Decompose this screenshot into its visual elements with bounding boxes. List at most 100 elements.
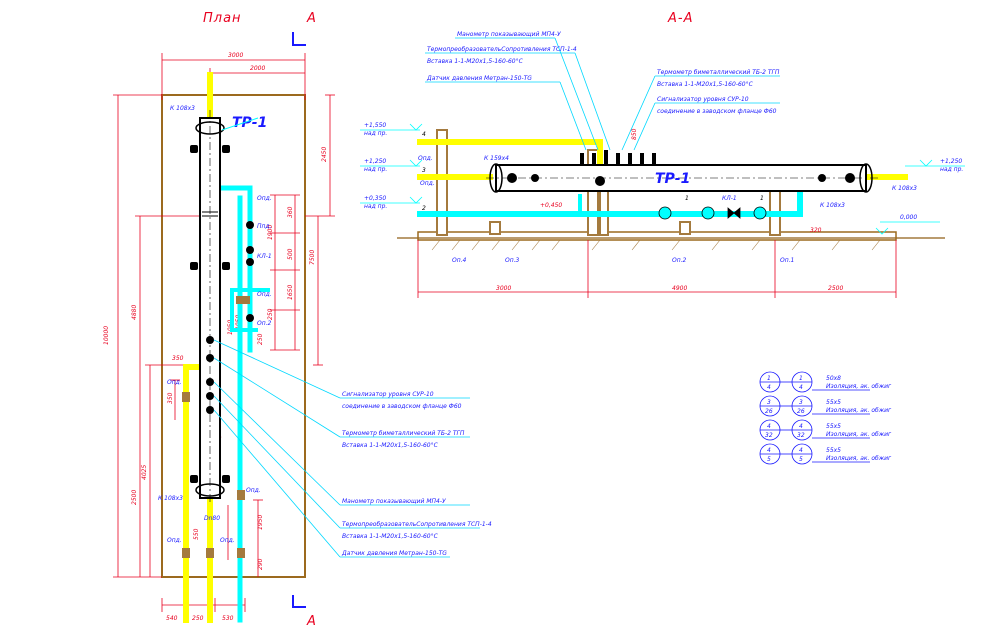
- legend-top: 4: [799, 423, 803, 430]
- dim-text: 2450: [321, 147, 328, 162]
- section-tag-tr1: ТР-1: [655, 171, 690, 187]
- legend-top: 3: [767, 399, 771, 406]
- legend-desc: Изоляция, ак. обжиг: [826, 383, 892, 390]
- section-num-label: 2: [422, 205, 426, 212]
- plan-item-label: Опд.: [220, 537, 235, 544]
- elevation-value: +0,350: [364, 195, 386, 202]
- dim-text: 3000: [228, 52, 243, 59]
- section-callout-sub: соединение в заводском фланце Ф60: [657, 108, 777, 115]
- dim-text: 1950: [257, 515, 264, 530]
- legend-row: 3 26 3 26 55х5 Изоляция, ак. обжиг: [765, 399, 892, 415]
- legend-bottom: 5: [799, 456, 803, 463]
- cut-mark-bottom-label: А: [306, 614, 317, 629]
- section-dim-text: 4900: [672, 285, 687, 292]
- section-labels: К 159х4 К 108х3 К 108х3 Оп.4 Оп.3 Оп.2 О…: [418, 128, 917, 264]
- section-dim-text: 3000: [496, 285, 511, 292]
- cut-mark-top-label: А: [306, 11, 317, 26]
- dim-text: 250: [192, 615, 204, 622]
- elevation-note: над пр.: [940, 166, 963, 173]
- legend-top: 3: [799, 399, 803, 406]
- legend-desc: Изоляция, ак. обжиг: [826, 431, 892, 438]
- plan-nozzle-label: К 108х3: [158, 495, 183, 502]
- plan-labels: К 108х3 К 108х3 Dn80 Опд. Ппд. КЛ-1 Опд.…: [158, 105, 272, 544]
- elevation-note: над пр.: [364, 203, 387, 210]
- plan-dimension-texts: 3000 2000 10000 4880 2500 4025 2450 7500…: [103, 52, 328, 622]
- cut-mark-top: А: [292, 11, 317, 46]
- dim-text: 2500: [131, 490, 138, 505]
- section-dimension-lines: [417, 240, 897, 298]
- section-dim-text: 2500: [828, 285, 843, 292]
- plan-vessel-tr1: ТР-1: [190, 110, 267, 505]
- dim-text: 4880: [131, 305, 138, 320]
- plan-item-label: Опд.: [257, 195, 272, 202]
- elevation-value: +1,550: [364, 122, 386, 129]
- dim-text: 500: [287, 248, 294, 260]
- dim-text: 540: [166, 615, 178, 622]
- section-support-label: Опд.: [420, 180, 435, 187]
- section-num-label: 1: [760, 195, 764, 202]
- plan-nozzle-label: К 108х3: [170, 105, 195, 112]
- dim-text: 250: [257, 333, 264, 345]
- section-callout-texts: Манометр показывающий МП4-У Термопреобра…: [426, 31, 780, 115]
- section-cyan-pipes: [417, 189, 803, 217]
- legend-top: 1: [799, 375, 803, 382]
- legend-bottom: 32: [797, 432, 805, 439]
- legend-top: 1: [767, 375, 771, 382]
- legend-desc: Изоляция, ак. обжиг: [826, 455, 892, 462]
- section-callout-sub: Вставка 1-1-М20х1,5-160-60°C: [427, 58, 524, 65]
- legend-code: 55х5: [826, 399, 841, 406]
- plan-item-label: КЛ-1: [257, 253, 272, 260]
- section-misc-dim: 850: [631, 128, 638, 140]
- legend-bottom: 4: [799, 384, 803, 391]
- legend-row: 1 4 1 4 50х8 Изоляция, ак. обжиг: [767, 375, 892, 391]
- section-foundation: [417, 231, 897, 241]
- section-callout-leaders: [425, 37, 780, 151]
- section-support-label: Оп.3: [505, 257, 520, 264]
- elevation-value: +1,250: [940, 158, 962, 165]
- dim-text: 360: [287, 206, 294, 218]
- plan-callout-sub: соединение в заводском фланце Ф60: [342, 403, 462, 410]
- ground-hatch: [431, 239, 881, 251]
- legend-row: 4 32 4 32 55х5 Изоляция, ак. обжиг: [765, 423, 892, 439]
- plan-foundation-frame: [161, 94, 306, 578]
- legend-bottom: 32: [765, 432, 773, 439]
- plan-callout-texts: Сигнализатор уровня СУР-10 соединение в …: [341, 391, 492, 557]
- section-support-label: Оп.2: [672, 257, 687, 264]
- plan-item-label: Оп.2: [257, 320, 272, 327]
- legend-bottom: 26: [765, 408, 773, 415]
- plan-item-label: Опд.: [167, 537, 182, 544]
- dim-text: 10000: [103, 326, 110, 345]
- plan-nozzle-label: Dn80: [204, 515, 220, 522]
- section-callout: Термометр биметаллический ТБ-2 ТГП: [657, 69, 780, 76]
- elevation-value: +1,250: [364, 158, 386, 165]
- legend-top: 4: [799, 447, 803, 454]
- section-valves: [658, 206, 767, 220]
- dim-text: 2000: [250, 65, 265, 72]
- plan-item-label: Опд.: [257, 291, 272, 298]
- section-callout: Сигнализатор уровня СУР-10: [657, 96, 749, 103]
- plan-callout-leaders: [213, 339, 480, 558]
- legend-top: 4: [767, 447, 771, 454]
- plan-callout-sub: Вставка 1-1-М20х1,5-160-60°C: [342, 533, 439, 540]
- dim-text: 530: [222, 615, 234, 622]
- section-support-label: Опд.: [418, 155, 433, 162]
- section-callout: Датчик давления Метран-150-ТG: [426, 75, 532, 82]
- section-elevation-texts: +1,550 над пр. +1,250 над пр. +0,350 над…: [364, 122, 963, 221]
- elevation-note: над пр.: [364, 130, 387, 137]
- dim-text: 350: [167, 392, 174, 404]
- section-elevation-marks: [360, 123, 965, 235]
- section-support-label: КЛ-1: [722, 195, 737, 202]
- section-title: А-А: [667, 11, 693, 26]
- plan-callout: Термометр биметаллический ТБ-2 ТГП: [342, 430, 465, 437]
- plan-item-label: Ппд.: [257, 223, 272, 230]
- elevation-note: над пр.: [364, 166, 387, 173]
- section-callout-sub: Вставка 1-1-М20х1,5-160-60°C: [657, 81, 754, 88]
- plan-item-label: Опд.: [246, 487, 261, 494]
- section-yellow-pipes: [417, 139, 908, 180]
- section-num-label: 1: [685, 195, 689, 202]
- section-misc-dim: 320: [810, 227, 822, 234]
- legend-bottom: 4: [767, 384, 771, 391]
- legend: 1 4 1 4 50х8 Изоляция, ак. обжиг 3 26 3 …: [759, 371, 892, 465]
- legend-desc: Изоляция, ак. обжиг: [826, 407, 892, 414]
